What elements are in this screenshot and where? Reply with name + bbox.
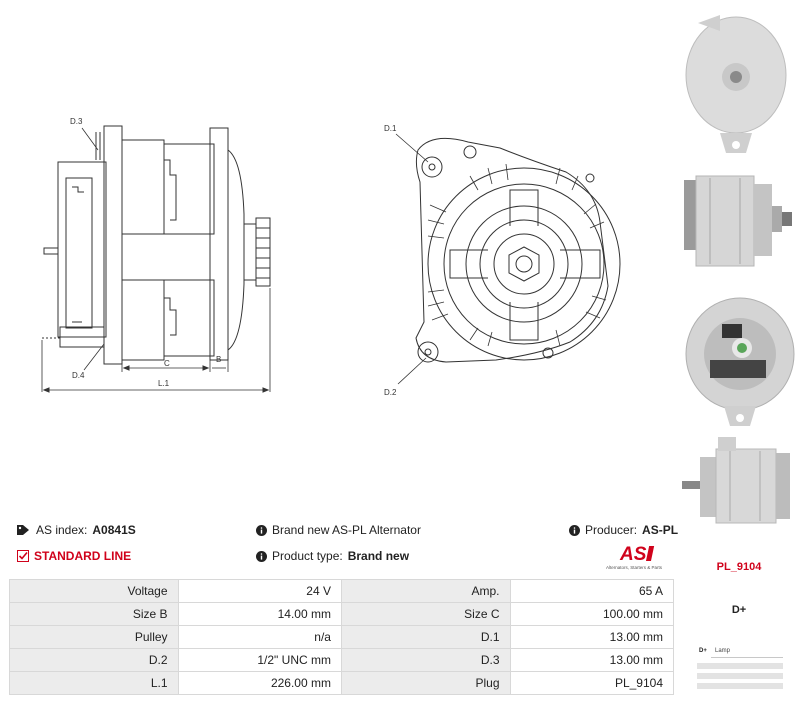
brand-text: Brand new AS-PL Alternator — [272, 523, 421, 537]
spec-label: Amp. — [340, 579, 511, 603]
plug-code[interactable]: PL_9104 — [716, 561, 762, 573]
terminal-row-code: D+ — [699, 648, 707, 654]
spec-label: Size B — [9, 602, 179, 626]
spec-label: Voltage — [9, 579, 179, 603]
tag-icon — [17, 525, 29, 535]
spec-row: L.1 226.00 mm Plug PL_9104 — [9, 671, 675, 695]
spec-value: 13.00 mm — [509, 648, 675, 672]
producer-label: Producer: — [585, 523, 638, 537]
standard-line: STANDARD LINE — [17, 549, 131, 563]
producer: Producer: AS-PL — [569, 523, 678, 537]
spec-row: D.2 1/2" UNC mm D.3 13.00 mm — [9, 648, 675, 672]
spec-row: Pulley n/a D.1 13.00 mm — [9, 625, 675, 649]
spec-label: Pulley — [9, 625, 179, 649]
product-type-value: Brand new — [347, 549, 410, 563]
product-type-label: Product type: — [272, 549, 343, 563]
drawing-label-d2: D.2 — [384, 388, 397, 397]
spec-value: 1/2" UNC mm — [177, 648, 342, 672]
spec-row: Size B 14.00 mm Size C 100.00 mm — [9, 602, 675, 626]
spec-label: D.2 — [9, 648, 179, 672]
product-photo-rear[interactable] — [680, 5, 798, 155]
product-type: Product type: Brand new — [256, 549, 409, 563]
spec-value: 13.00 mm — [509, 625, 675, 649]
logo-tagline: Alternators, Starters & Parts — [606, 565, 663, 570]
as-index-label: AS index: — [36, 523, 88, 537]
spec-value: 65 A — [509, 579, 675, 603]
drawing-label-l1: L.1 — [158, 379, 170, 388]
terminal-row-empty — [697, 663, 783, 669]
spec-value: PL_9104 — [509, 671, 675, 695]
standard-line-text: STANDARD LINE — [34, 549, 132, 563]
terminal-row: D+ Lamp — [697, 648, 783, 658]
product-photo-angle[interactable] — [680, 435, 798, 530]
front-view-drawing — [395, 133, 621, 385]
spec-label: Plug — [340, 671, 511, 695]
brand-info: Brand new AS-PL Alternator — [256, 523, 421, 537]
info-icon — [256, 550, 267, 562]
spec-row: Voltage 24 V Amp. 65 A — [9, 579, 675, 603]
technical-drawing: D.3 D.4 C B L.1 — [41, 117, 621, 397]
spec-label: D.1 — [340, 625, 511, 649]
drawing-label-d3: D.3 — [70, 117, 83, 126]
spec-value: 14.00 mm — [177, 602, 342, 626]
spec-label: D.3 — [340, 648, 511, 672]
info-icon — [256, 524, 267, 536]
as-index: AS index: A0841S — [17, 523, 136, 537]
terminal-row-empty — [697, 673, 783, 679]
side-view-drawing — [41, 125, 271, 393]
spec-label: L.1 — [9, 671, 179, 695]
spec-value: n/a — [177, 625, 342, 649]
drawing-label-c: C — [164, 359, 170, 368]
spec-label: Size C — [340, 602, 511, 626]
spec-value: 24 V — [177, 579, 342, 603]
info-icon — [569, 524, 580, 536]
product-photo-back[interactable] — [680, 290, 798, 430]
terminal-row-function: Lamp — [715, 648, 731, 654]
producer-value: AS-PL — [642, 523, 679, 537]
terminal-label: D+ — [731, 604, 747, 616]
drawing-label-b: B — [216, 355, 221, 364]
drawing-label-d4: D.4 — [72, 371, 85, 380]
spec-value: 100.00 mm — [509, 602, 675, 626]
as-pl-logo: AS Alternators, Starters & Parts — [606, 542, 672, 572]
drawing-label-d1: D.1 — [384, 124, 397, 133]
checkbox-icon — [17, 550, 29, 562]
logo-text: AS — [619, 544, 647, 565]
product-photo-side[interactable] — [680, 170, 798, 275]
spec-value: 226.00 mm — [177, 671, 342, 695]
terminal-row-empty — [697, 683, 783, 689]
as-index-value: A0841S — [92, 523, 136, 537]
spec-table: Voltage 24 V Amp. 65 A Size B 14.00 mm S… — [9, 579, 675, 695]
